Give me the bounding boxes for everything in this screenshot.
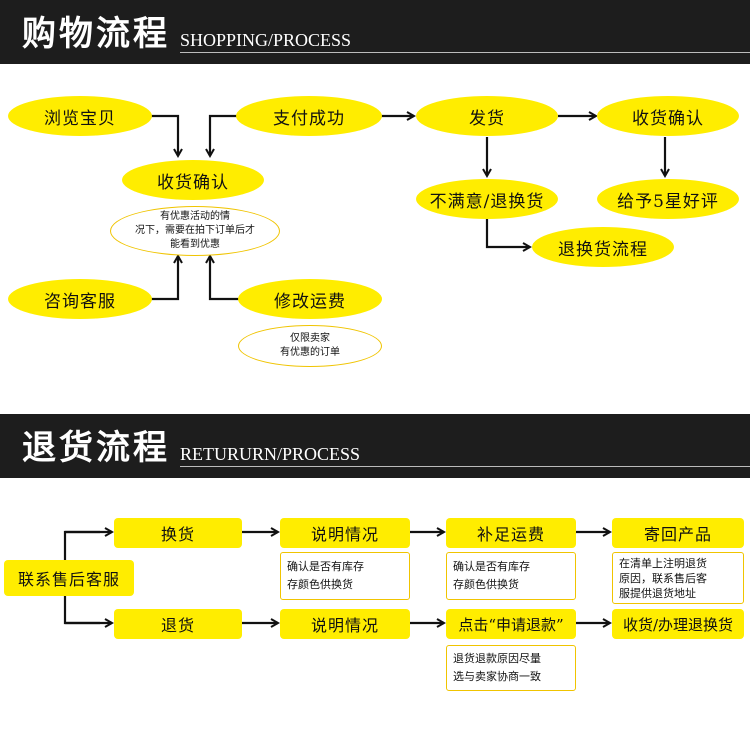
node-pay: 支付成功 (236, 96, 382, 136)
note-seller-only: 仅限卖家 有优惠的订单 (238, 325, 382, 367)
node-modify-fee: 修改运费 (238, 279, 382, 319)
arrow-browse-to-confirm (150, 114, 178, 156)
node-explain-2: 说明情况 (280, 609, 410, 639)
node-extra-fee: 补足运费 (446, 518, 576, 548)
returns-title-underline (180, 466, 750, 467)
node-unsatisfied: 不满意/退换货 (416, 179, 558, 219)
node-five-star: 给予5星好评 (597, 179, 739, 219)
node-exchange: 换货 (114, 518, 242, 548)
node-contact-service: 联系售后客服 (4, 560, 134, 596)
node-consult: 咨询客服 (8, 279, 152, 319)
returns-banner: 退货流程 RETURURN/PROCESS (0, 414, 750, 478)
arrow-consult-up (150, 256, 178, 301)
arrow-unsatisfied-to-return (485, 218, 530, 247)
note-stock-1: 确认是否有库存 存颜色供换货 (280, 552, 410, 600)
node-receive: 收货/办理退换货 (612, 609, 744, 639)
shopping-title-zh: 购物流程 (22, 14, 170, 54)
returns-title-zh: 退货流程 (22, 428, 170, 468)
shopping-banner: 购物流程 SHOPPING/PROCESS (0, 0, 750, 64)
returns-title-en: RETURURN/PROCESS (180, 444, 361, 464)
node-return-flow: 退换货流程 (532, 227, 674, 267)
node-explain-1: 说明情况 (280, 518, 410, 548)
note-address: 在清单上注明退货 原因，联系售后客 服提供退货地址 (612, 552, 744, 604)
node-confirm-right: 收货确认 (597, 96, 739, 136)
node-browse: 浏览宝贝 (8, 96, 152, 136)
note-stock-2: 确认是否有库存 存颜色供换货 (446, 552, 576, 600)
node-confirm-left: 收货确认 (122, 160, 264, 200)
node-refund: 退货 (114, 609, 242, 639)
shopping-title-en: SHOPPING/PROCESS (180, 30, 352, 50)
shopping-title-underline (180, 52, 750, 53)
note-negotiate: 退货退款原因尽量 选与卖家协商一致 (446, 645, 576, 691)
node-send-back: 寄回产品 (612, 518, 744, 548)
node-apply-refund: 点击“申请退款” (446, 609, 576, 639)
node-ship: 发货 (416, 96, 558, 136)
arrow-pay-to-confirm (210, 114, 240, 156)
note-discount: 有优惠活动的情 况下，需要在拍下订单后才 能看到优惠 (110, 206, 280, 256)
arrow-modify-up (210, 256, 240, 301)
